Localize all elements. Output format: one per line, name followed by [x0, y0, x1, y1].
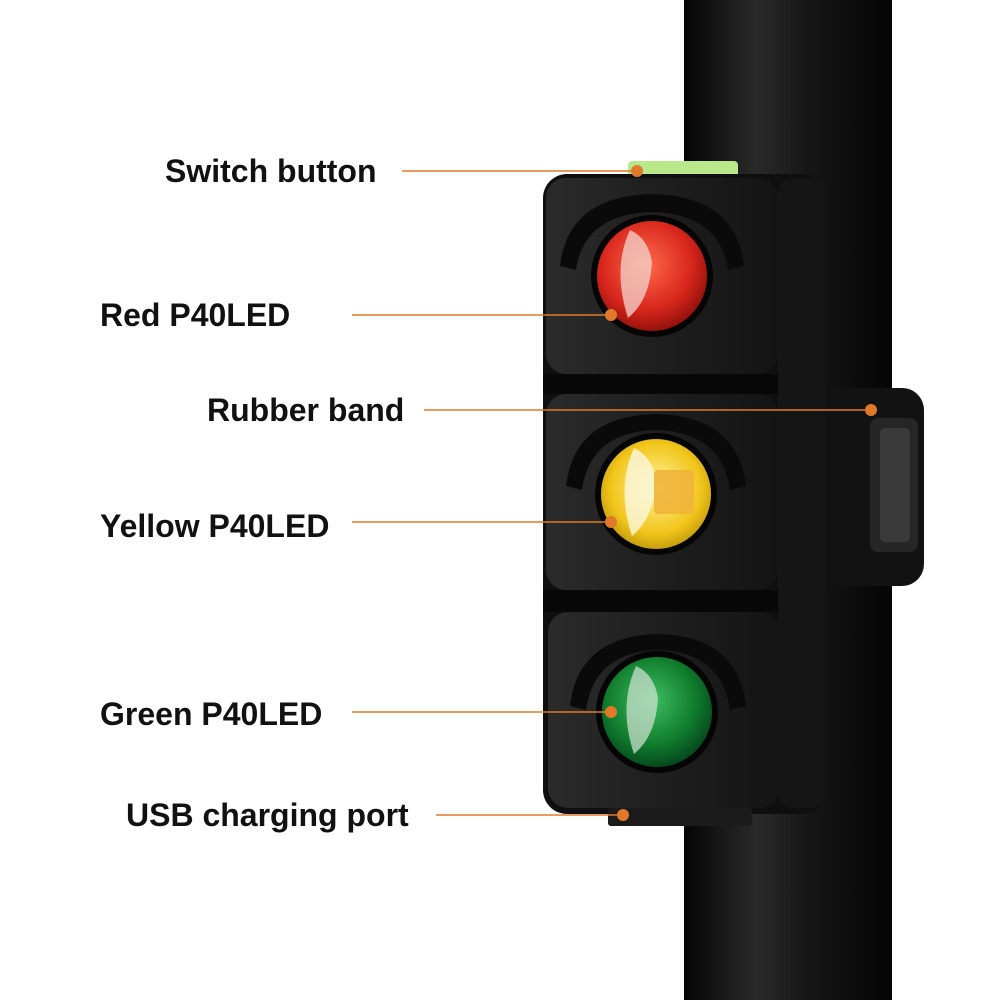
red-visor: [560, 194, 744, 270]
dot-green: [605, 706, 617, 718]
label-usb-port: USB charging port: [126, 797, 409, 833]
label-switch-button: Switch button: [165, 153, 377, 189]
red-lens: [591, 215, 713, 337]
label-green-led: Green P40LED: [100, 696, 323, 732]
green-visor: [570, 634, 746, 710]
dot-yellow: [605, 516, 617, 528]
usb-port-shape: [608, 808, 752, 826]
leader-dots: [605, 165, 877, 821]
label-yellow-led: Yellow P40LED: [100, 508, 330, 544]
dot-usb: [617, 809, 629, 821]
label-rubber-band: Rubber band: [207, 392, 405, 428]
rubber-band-clip: [812, 388, 924, 586]
leader-lines: [352, 170, 871, 816]
label-red-led: Red P40LED: [100, 297, 291, 333]
yellow-visor: [566, 414, 746, 490]
dot-red: [605, 309, 617, 321]
dot-switch: [631, 165, 643, 177]
dot-rubber: [865, 404, 877, 416]
